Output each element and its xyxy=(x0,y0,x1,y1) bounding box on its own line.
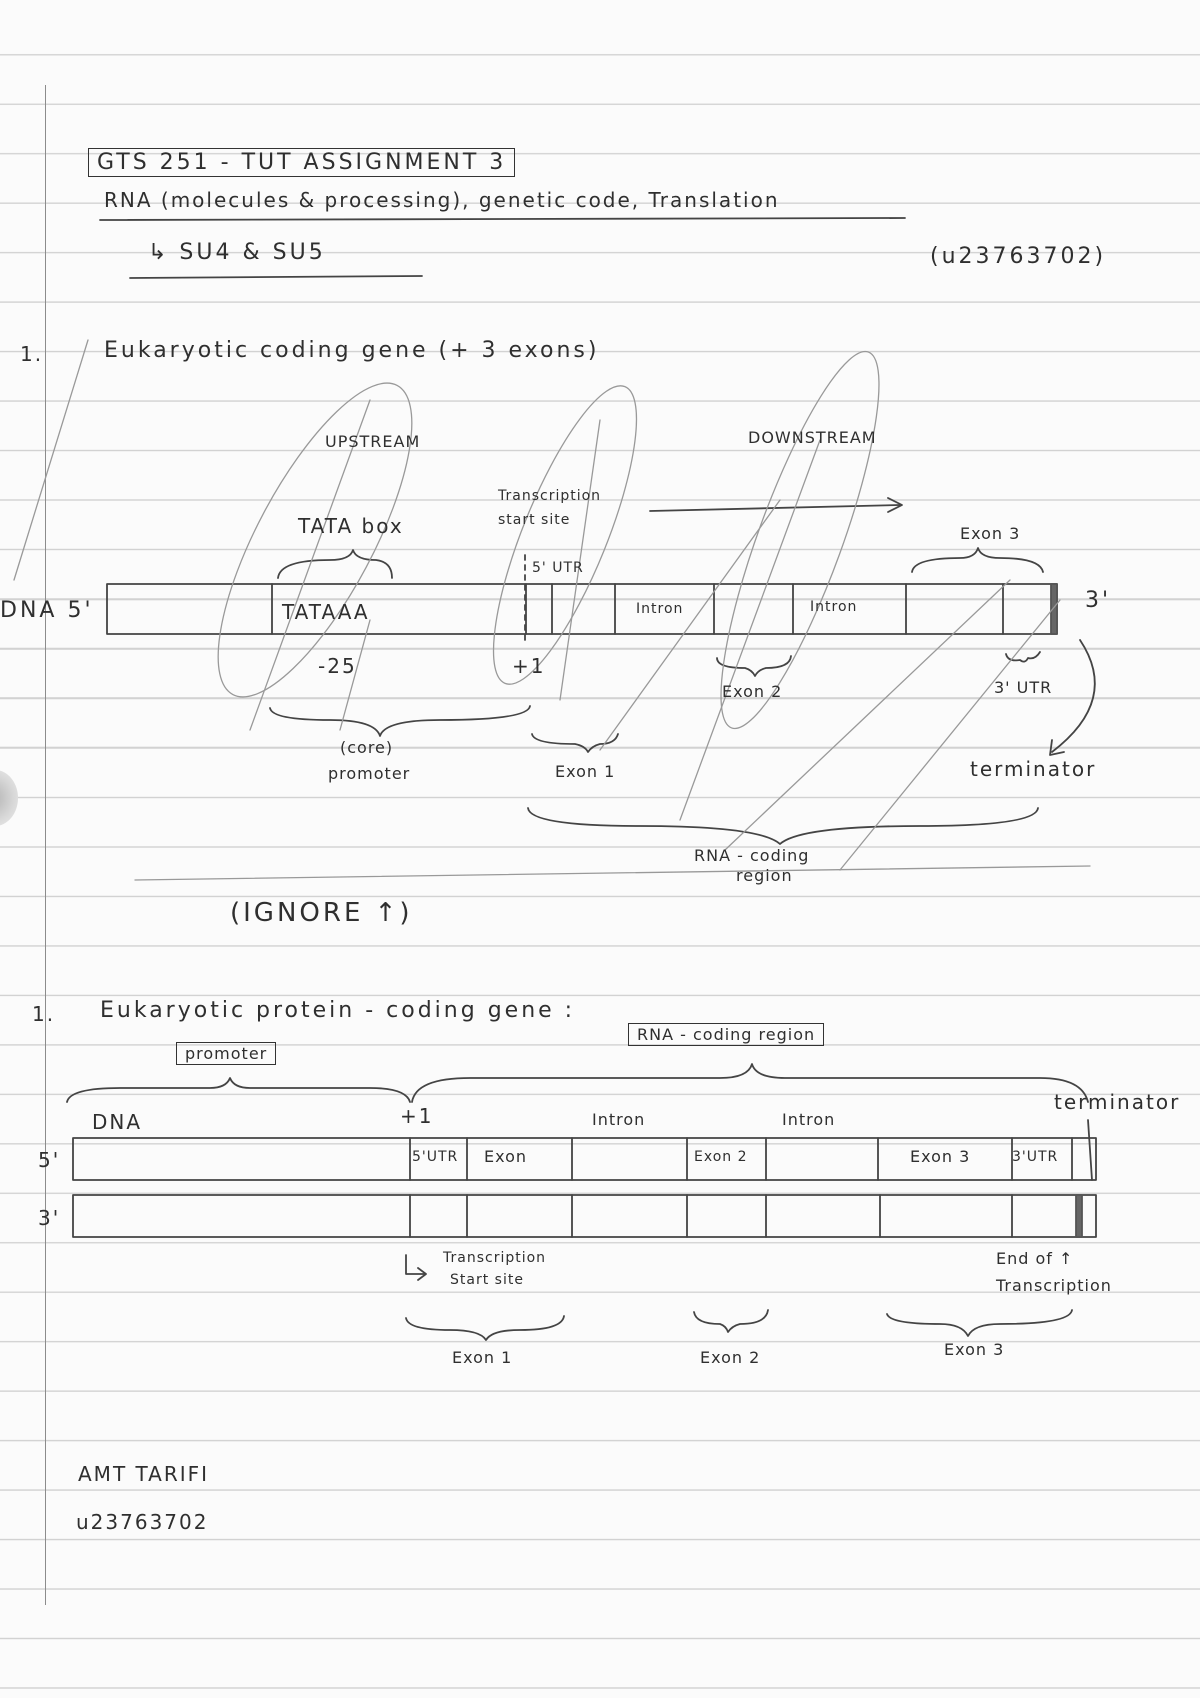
diagram2-heading: Eukaryotic protein - coding gene : xyxy=(100,998,576,1023)
intron-label: Intron xyxy=(810,599,858,615)
diagram1-drawing xyxy=(13,339,1096,881)
tataaa-label: TATAAA xyxy=(282,600,370,624)
diagram1-heading: Eukaryotic coding gene (+ 3 exons) xyxy=(104,338,600,363)
exon2-inner-label: Exon 2 xyxy=(694,1149,748,1165)
exon3-label: Exon 3 xyxy=(944,1340,1005,1359)
strand-5-label: 5' xyxy=(38,1148,61,1172)
assignment-title: GTS 251 - TUT ASSIGNMENT 3 xyxy=(88,148,516,177)
tss-label: Transcription start site xyxy=(498,488,602,528)
end-of-transcription-line1: End of ↑ xyxy=(996,1249,1074,1268)
exon2-label: Exon 2 xyxy=(722,682,783,701)
exon1-label: Exon 1 xyxy=(452,1348,513,1367)
region-label: region xyxy=(736,866,793,885)
rna-coding-region-box: RNA - coding region xyxy=(628,1023,825,1046)
end-of-transcription-line2: Transcription xyxy=(996,1276,1112,1295)
exon1-label: Exon 1 xyxy=(555,762,616,781)
student-id-parenthetical: (u23763702) xyxy=(930,244,1107,269)
utr5-label: 5'UTR xyxy=(412,1149,459,1165)
utr3-label: 3' UTR xyxy=(994,678,1053,697)
tata-box-label: TATA box xyxy=(298,514,404,538)
terminator-label: terminator xyxy=(970,757,1097,781)
dna-3-end-label: 3' xyxy=(1085,588,1112,613)
assignment-subtitle: RNA (molecules & processing), genetic co… xyxy=(104,188,780,212)
promoter-label: promoter xyxy=(328,764,411,783)
diagram1-number: 1. xyxy=(20,342,44,366)
exon2-label: Exon 2 xyxy=(700,1348,761,1367)
strand-3-label: 3' xyxy=(38,1206,61,1230)
intron-label: Intron xyxy=(636,601,684,617)
intron-label: Intron xyxy=(782,1110,836,1129)
upstream-label: UPSTREAM xyxy=(325,432,421,451)
minus-25-label: -25 xyxy=(318,654,357,678)
plus-1-label: +1 xyxy=(400,1104,434,1128)
rna-coding-label: RNA - coding xyxy=(694,846,810,865)
dna-5-label: DNA 5' xyxy=(0,598,94,623)
margin-line xyxy=(45,85,46,1605)
tss-line2: Start site xyxy=(450,1272,524,1288)
plus-1-label: +1 xyxy=(512,654,546,678)
promoter-box: promoter xyxy=(176,1042,277,1065)
exon3-inner-label: Exon 3 xyxy=(910,1147,971,1166)
dna-label: DNA xyxy=(92,1110,143,1134)
downstream-label: DOWNSTREAM xyxy=(748,428,877,447)
core-label: (core) xyxy=(340,738,394,757)
punch-hole xyxy=(0,770,18,826)
ignore-note: (IGNORE ↑) xyxy=(230,898,413,928)
diagram2-drawing xyxy=(66,1063,1097,1341)
utr5-label: 5' UTR xyxy=(532,560,584,576)
student-name: AMT TARIFI xyxy=(78,1462,210,1486)
sublist-underline xyxy=(129,275,423,279)
sublist-item: ↳ SU4 & SU5 xyxy=(148,240,326,265)
tss-line1: Transcription xyxy=(443,1250,547,1266)
student-number: u23763702 xyxy=(76,1510,209,1534)
terminator-label: terminator xyxy=(1054,1090,1181,1114)
diagram2-number: 1. xyxy=(32,1002,56,1026)
subtitle-underline xyxy=(99,217,906,221)
exon-label: Exon xyxy=(484,1147,528,1166)
exon3-top-label: Exon 3 xyxy=(960,524,1021,543)
utr3-label: 3'UTR xyxy=(1012,1149,1059,1165)
intron-label: Intron xyxy=(592,1110,646,1129)
